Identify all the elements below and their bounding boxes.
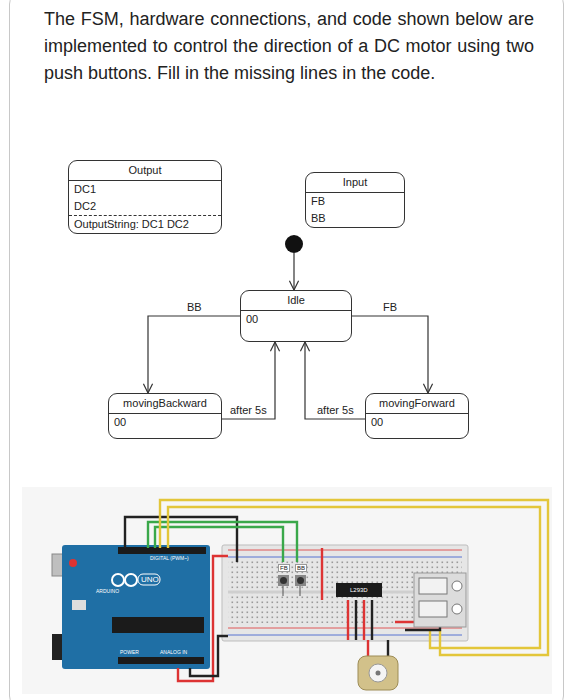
drawing-part xyxy=(371,600,373,640)
drawing-part xyxy=(369,664,387,682)
drawing-part xyxy=(347,600,349,640)
drawing-part xyxy=(414,573,466,627)
transition-label: after 5s xyxy=(315,404,356,417)
node-text: BB xyxy=(306,210,404,227)
drawing-part xyxy=(228,628,462,629)
input-block: InputFBBB xyxy=(305,172,405,228)
node-heading: Idle xyxy=(241,291,351,311)
screenshot-ground xyxy=(22,487,552,694)
node-text: DC1 xyxy=(69,181,221,198)
dc-motor xyxy=(358,656,398,690)
node-text: 00 xyxy=(241,311,351,341)
node-heading: movingBackward xyxy=(109,394,221,414)
state-box: Idle00 xyxy=(240,290,352,342)
state-box: movingForward00 xyxy=(365,393,469,439)
drawing-part xyxy=(283,586,284,596)
node-heading: Input xyxy=(306,173,404,193)
drawing-part xyxy=(118,547,206,554)
question-text: The FSM, hardware connections, and code … xyxy=(44,6,534,87)
transition-arrow xyxy=(222,342,275,419)
drawing-part xyxy=(280,577,287,584)
drawing-part xyxy=(300,586,301,596)
breadboard xyxy=(222,545,468,641)
initial-state-dot xyxy=(285,235,303,253)
node-text: OutputString: DC1 DC2 xyxy=(69,215,221,233)
drawing-part xyxy=(62,545,210,669)
chip-label: L293D xyxy=(350,587,368,593)
drawing-part xyxy=(278,575,289,586)
drawing-part xyxy=(228,635,462,636)
drawing-part xyxy=(112,617,204,633)
push-buttons xyxy=(278,575,306,596)
drawing-part xyxy=(321,548,323,600)
drawing-part xyxy=(297,577,304,584)
drawing-part xyxy=(355,600,357,640)
transition-label: after 5s xyxy=(228,404,269,417)
drawing-part xyxy=(125,574,137,586)
button-label: FB xyxy=(278,564,290,572)
node-text: 00 xyxy=(109,414,221,438)
transition-arrow xyxy=(352,316,428,393)
drawing-part xyxy=(419,601,447,617)
drawing-part xyxy=(72,600,86,610)
transition-arrow xyxy=(305,342,365,419)
wires xyxy=(125,500,548,681)
drawing-part xyxy=(168,507,540,648)
node-text: 00 xyxy=(366,414,468,438)
drawing-part xyxy=(452,581,462,591)
drawing-part xyxy=(160,500,548,655)
node-text: FB xyxy=(306,193,404,210)
initial-transition xyxy=(293,253,294,290)
drawing-part xyxy=(190,636,228,676)
drawing-part xyxy=(376,671,381,676)
drawing-part xyxy=(228,561,462,623)
state-box: movingBackward00 xyxy=(108,393,222,439)
transition-arrow xyxy=(148,316,240,393)
node-heading: Output xyxy=(69,161,221,181)
button-label: BB xyxy=(295,564,307,572)
drawing-part xyxy=(222,545,468,641)
drawing-part xyxy=(118,657,204,664)
board-brand-text: ARDUINO xyxy=(96,589,119,594)
drawing-part xyxy=(228,550,462,551)
node-heading: movingForward xyxy=(366,394,468,414)
arduino-board xyxy=(52,545,210,669)
drawing-part xyxy=(228,557,462,558)
drawing-part xyxy=(358,656,398,690)
drawing-part xyxy=(178,556,228,681)
board-model-text: UNO xyxy=(141,576,159,584)
header-label: DIGITAL (PWM~) xyxy=(150,556,189,561)
drawing-part xyxy=(138,574,160,585)
node-text: DC2 xyxy=(69,198,221,215)
output-block: OutputDC1DC2OutputString: DC1 DC2 xyxy=(68,160,222,234)
battery-pack xyxy=(414,573,466,627)
header-label: ANALOG IN xyxy=(160,650,187,655)
drawing-part xyxy=(112,574,124,586)
motor-driver-chip xyxy=(336,583,382,597)
drawing-part xyxy=(419,578,447,594)
transition-label: FB xyxy=(381,301,399,314)
drawing-part xyxy=(363,600,365,640)
drawing-part xyxy=(69,559,77,567)
transition-label: BB xyxy=(185,301,204,314)
drawing-part xyxy=(295,575,306,586)
drawing-part xyxy=(452,604,462,614)
header-label: POWER xyxy=(120,650,139,655)
